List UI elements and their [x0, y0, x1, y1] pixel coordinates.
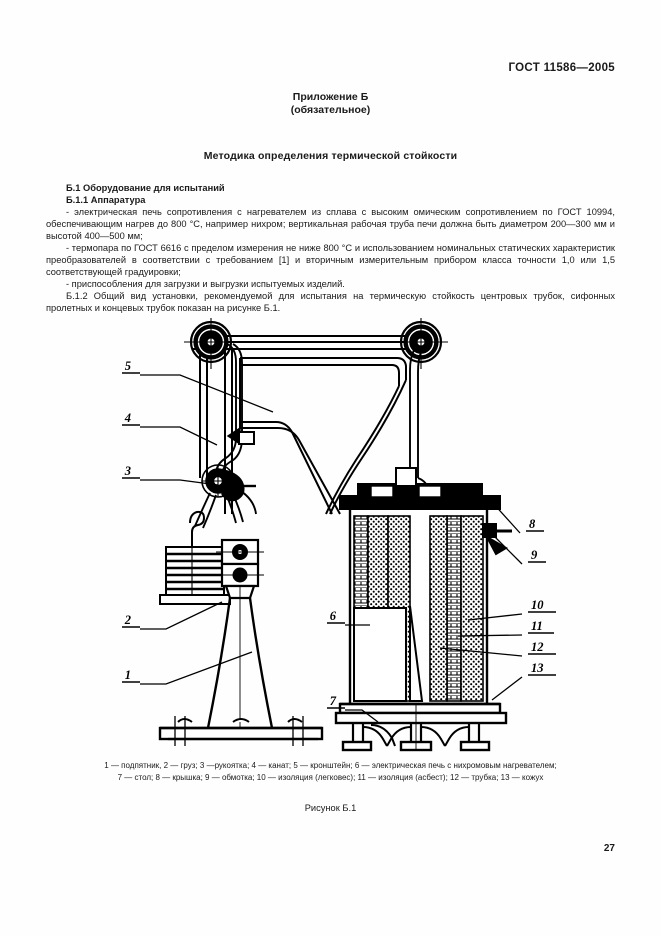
weight-assembly	[159, 510, 231, 605]
callout-12: 12	[528, 640, 556, 655]
heading-b11: Б.1.1 Аппаратура	[66, 195, 146, 206]
svg-text:9: 9	[531, 548, 538, 562]
appendix-subtitle: (обязательное)	[290, 104, 371, 116]
appendix-heading: Приложение Б (обязательное)	[0, 91, 661, 117]
callout-labels: 5 4 3 2 1 6 7	[122, 359, 556, 709]
paragraph-b12: Б.1.2 Общий вид установки, рекомендуемой…	[46, 291, 615, 314]
bracket-gusset	[239, 357, 407, 515]
svg-text:7: 7	[330, 694, 337, 708]
callout-10: 10	[528, 598, 556, 613]
winding-terminal	[482, 523, 512, 556]
svg-text:12: 12	[531, 640, 544, 654]
callout-13: 13	[528, 661, 556, 676]
callout-9: 9	[528, 548, 546, 563]
figure-b1: 5 4 3 2 1 6 7	[40, 318, 625, 758]
callout-6: 6	[327, 609, 345, 624]
column-flare	[206, 586, 274, 738]
callout-5: 5	[122, 359, 140, 374]
mast-column	[199, 338, 233, 478]
pulley-left	[182, 318, 240, 371]
svg-text:1: 1	[125, 668, 131, 682]
legend-line-2: 7 — стол; 8 — крышка; 9 — обмотка; 10 — …	[117, 772, 544, 782]
callout-4: 4	[122, 411, 140, 426]
body-text: Б.1 Оборудование для испытаний Б.1.1 Апп…	[46, 182, 615, 315]
furnace-lid	[339, 467, 501, 510]
page-number: 27	[603, 843, 615, 854]
rope-guide	[226, 426, 255, 446]
carriage-block	[216, 538, 264, 600]
callout-11: 11	[528, 619, 554, 634]
running-header: ГОСТ 11586—2005	[508, 62, 615, 74]
furnace-assembly	[338, 467, 512, 715]
leader-lines	[140, 374, 523, 723]
list-item-furnace: - электрическая печь сопротивления с наг…	[46, 207, 615, 242]
svg-text:11: 11	[531, 619, 543, 633]
drawing-geometry	[140, 318, 523, 752]
appendix-title: Приложение Б	[292, 91, 369, 103]
callout-3: 3	[122, 464, 140, 479]
figure-caption: Рисунок Б.1	[304, 803, 357, 813]
svg-text:2: 2	[124, 613, 131, 627]
list-item-thermocouple: - термопара по ГОСТ 6616 с пределом изме…	[46, 243, 615, 278]
callout-8: 8	[526, 517, 544, 532]
base-plate	[158, 716, 324, 746]
handle-winch	[194, 464, 257, 529]
legend-line-1: 1 — подпятник, 2 — груз; 3 —рукоятка; 4 …	[104, 761, 557, 770]
svg-text:13: 13	[531, 661, 544, 675]
svg-text:8: 8	[529, 517, 536, 531]
svg-text:5: 5	[125, 359, 131, 373]
svg-text:4: 4	[124, 411, 131, 425]
svg-text:3: 3	[124, 464, 131, 478]
callout-1: 1	[122, 668, 140, 683]
callout-2: 2	[122, 613, 140, 628]
page-title: Методика определения термической стойкос…	[203, 150, 458, 162]
pulley-right	[392, 318, 450, 371]
svg-text:6: 6	[330, 609, 337, 623]
rope-left	[215, 343, 243, 476]
svg-text:10: 10	[531, 598, 544, 612]
weight-stack	[159, 546, 231, 605]
heading-b1: Б.1 Оборудование для испытаний	[66, 183, 225, 193]
table-stand	[334, 704, 508, 752]
figure-legend: 1 — подпятник, 2 — груз; 3 —рукоятка; 4 …	[46, 760, 615, 783]
callout-7: 7	[327, 694, 345, 709]
list-item-fixtures: - приспособления для загрузки и выгрузки…	[66, 279, 345, 290]
